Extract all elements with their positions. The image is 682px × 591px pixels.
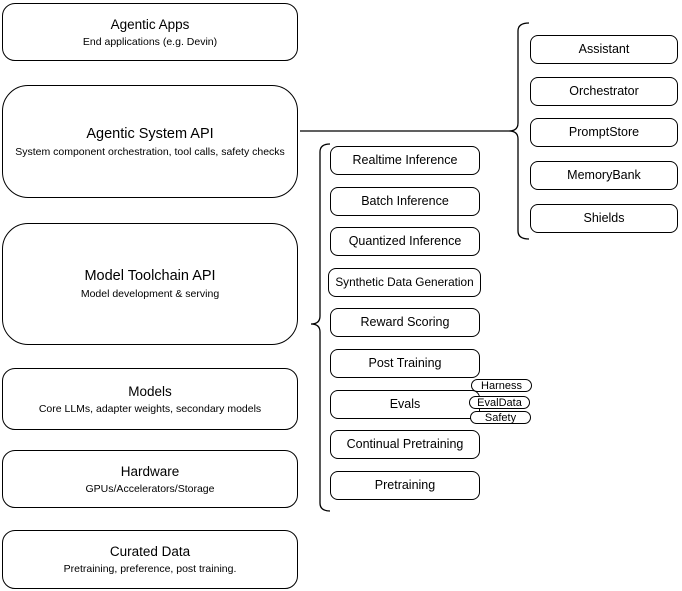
node-title: Model Toolchain API [84, 268, 216, 284]
node-memorybank: MemoryBank [530, 161, 678, 190]
node-title: Agentic Apps [110, 16, 190, 32]
node-subtitle: Model development & serving [80, 288, 220, 300]
tag-evaldata: EvalData [469, 396, 530, 409]
node-label: Continual Pretraining [346, 437, 464, 451]
node-hardware: Hardware GPUs/Accelerators/Storage [2, 450, 298, 508]
node-label: Assistant [578, 42, 630, 56]
node-title: Hardware [120, 463, 180, 479]
node-evals: Evals [330, 390, 480, 419]
tag-harness: Harness [471, 379, 532, 392]
toolchain-curly-brace [310, 143, 331, 512]
node-shields: Shields [530, 204, 678, 233]
node-models: Models Core LLMs, adapter weights, secon… [2, 368, 298, 430]
node-post-training: Post Training [330, 349, 480, 378]
node-model-toolchain-api: Model Toolchain API Model development & … [2, 223, 298, 345]
node-subtitle: End applications (e.g. Devin) [82, 35, 218, 48]
node-label: Orchestrator [569, 84, 639, 98]
node-realtime-inference: Realtime Inference [330, 146, 480, 175]
node-label: Evals [389, 397, 421, 411]
node-curated-data: Curated Data Pretraining, preference, po… [2, 530, 298, 589]
node-batch-inference: Batch Inference [330, 187, 480, 216]
node-label: MemoryBank [567, 168, 641, 182]
node-assistant: Assistant [530, 35, 678, 64]
tag-label: Harness [481, 379, 522, 392]
node-title: Curated Data [109, 544, 191, 559]
node-continual-pretraining: Continual Pretraining [330, 430, 480, 459]
node-synthetic-data-generation: Synthetic Data Generation [328, 268, 481, 297]
node-subtitle: Pretraining, preference, post training. [63, 563, 237, 575]
node-label: Post Training [368, 356, 442, 370]
node-label: Quantized Inference [348, 234, 462, 248]
node-subtitle: System component orchestration, tool cal… [15, 145, 285, 158]
node-label: PromptStore [568, 125, 640, 139]
node-label: Reward Scoring [360, 315, 450, 329]
node-agentic-apps: Agentic Apps End applications (e.g. Devi… [2, 3, 298, 61]
components-curly-brace [508, 22, 530, 240]
node-reward-scoring: Reward Scoring [330, 308, 480, 337]
node-label: Pretraining [374, 478, 436, 492]
node-quantized-inference: Quantized Inference [330, 227, 480, 256]
node-orchestrator: Orchestrator [530, 77, 678, 106]
node-title: Agentic System API [86, 125, 214, 142]
node-subtitle: GPUs/Accelerators/Storage [85, 482, 215, 495]
tag-safety: Safety [470, 411, 531, 424]
node-pretraining: Pretraining [330, 471, 480, 500]
node-label: Shields [583, 211, 625, 225]
node-agentic-system-api: Agentic System API System component orch… [2, 85, 298, 198]
node-promptstore: PromptStore [530, 118, 678, 147]
node-label: Realtime Inference [352, 153, 458, 167]
tag-label: EvalData [477, 396, 522, 409]
node-label: Synthetic Data Generation [335, 275, 474, 289]
node-title: Models [128, 383, 172, 399]
node-subtitle: Core LLMs, adapter weights, secondary mo… [38, 402, 262, 415]
tag-label: Safety [484, 411, 517, 424]
node-label: Batch Inference [361, 194, 449, 208]
